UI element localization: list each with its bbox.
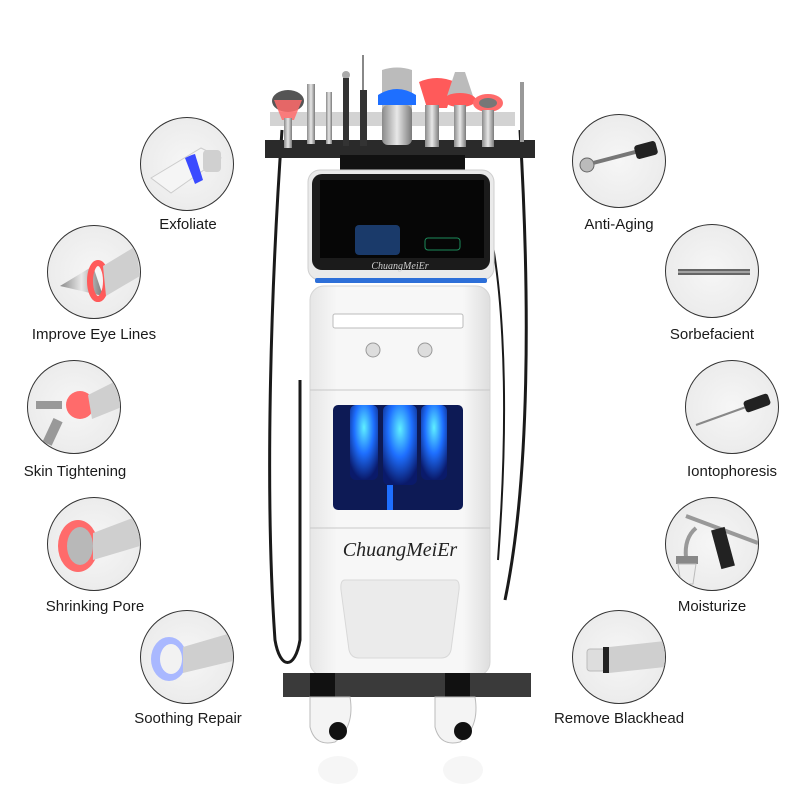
feature-label: Iontophoresis <box>686 463 778 480</box>
red-ring-flat-handpiece-icon <box>47 497 141 591</box>
feature-label: Exfoliate <box>159 216 217 233</box>
blue-tip-handpiece-icon <box>140 117 234 211</box>
feature-label: Improve Eye Lines <box>31 326 157 343</box>
touchscreen-display: ChuangMeiEr <box>307 169 495 283</box>
machine-body: ChuangMeiEr <box>283 285 531 784</box>
blue-ring-flat-handpiece-icon <box>140 610 234 704</box>
feature-label: Anti-Aging <box>584 216 654 233</box>
needle-probe-icon <box>685 360 779 454</box>
svg-text:ChuangMeiEr: ChuangMeiEr <box>343 539 458 561</box>
spray-gun-icon <box>665 497 759 591</box>
feature-label: Skin Tightening <box>23 463 127 480</box>
svg-text:ChuangMeiEr: ChuangMeiEr <box>371 261 428 272</box>
straight-rod-probe-icon <box>665 224 759 318</box>
feature-label: Sorbefacient <box>669 326 755 343</box>
feature-label: Remove Blackhead <box>553 710 685 727</box>
suction-tip-handpiece-icon <box>572 610 666 704</box>
feature-label: Moisturize <box>677 598 747 615</box>
handpiece-rack <box>265 55 535 173</box>
feature-label: Shrinking Pore <box>45 598 145 615</box>
ball-tip-probe-icon <box>572 114 666 208</box>
red-ring-cone-handpiece-icon <box>47 225 141 319</box>
feature-label: Soothing Repair <box>134 710 242 727</box>
double-roller-handpiece-icon <box>27 360 121 454</box>
